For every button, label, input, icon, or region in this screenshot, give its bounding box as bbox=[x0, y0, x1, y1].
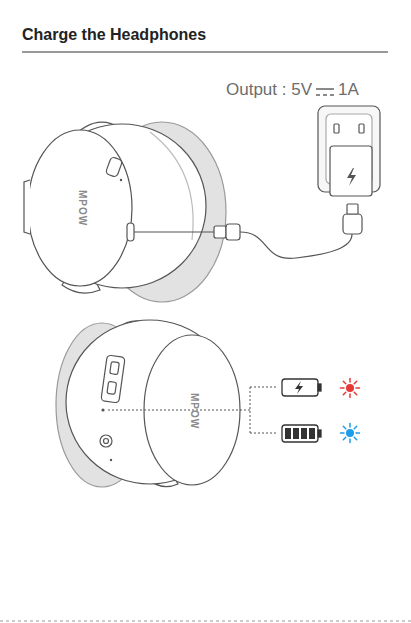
headphone-back-view-part bbox=[101, 408, 104, 411]
usb-cable-part bbox=[226, 224, 240, 240]
dc-symbol bbox=[316, 89, 334, 95]
red-led-icon-part bbox=[341, 387, 345, 389]
wall-adapter-part bbox=[347, 168, 356, 186]
headphone-side-view-part bbox=[28, 130, 132, 286]
battery-full-icon-part bbox=[301, 428, 307, 439]
headphone-back-view bbox=[56, 320, 240, 487]
wall-adapter-part bbox=[359, 124, 364, 133]
headphone-back-view-part bbox=[101, 355, 125, 403]
usb-cable-part bbox=[347, 204, 358, 214]
usb-cable-part bbox=[240, 232, 352, 258]
headphone-back-view-part bbox=[110, 459, 112, 461]
led-leader-lines bbox=[108, 387, 278, 433]
blue-led-icon-part bbox=[343, 437, 345, 439]
headphone-side-view-part bbox=[127, 223, 134, 241]
battery-full-icon bbox=[282, 425, 321, 442]
led-leader-lines-part bbox=[250, 387, 278, 388]
battery-full-icon-part bbox=[285, 428, 291, 439]
blue-led-icon-part bbox=[356, 432, 360, 434]
battery-charging-icon-part bbox=[295, 381, 303, 394]
red-led-icon-part bbox=[343, 381, 345, 383]
usb-cable bbox=[134, 204, 362, 258]
brand-logo: MPOW bbox=[77, 190, 88, 226]
wall-adapter-part bbox=[330, 146, 372, 196]
blue-led-icon-part bbox=[341, 432, 345, 434]
battery-full-icon-part bbox=[293, 428, 299, 439]
battery-full-icon-part bbox=[309, 428, 315, 439]
blue-led-icon-part bbox=[346, 429, 354, 437]
headphone-back-view-part bbox=[107, 381, 117, 394]
red-led-icon-part bbox=[349, 379, 351, 383]
output-spec: 1A bbox=[338, 80, 359, 100]
red-led-icon-part bbox=[354, 392, 356, 394]
battery-charging-icon bbox=[282, 379, 321, 396]
dc-symbol-part bbox=[316, 94, 320, 96]
headphone-side-view-part bbox=[150, 132, 193, 240]
output-spec: Output : 5V bbox=[226, 80, 312, 100]
wall-adapter bbox=[318, 106, 380, 196]
battery-full-icon-part bbox=[318, 430, 321, 437]
dc-symbol-part bbox=[316, 88, 334, 90]
title-rule bbox=[22, 51, 388, 52]
dc-symbol-part bbox=[323, 94, 327, 96]
blue-led-icon-part bbox=[354, 437, 356, 439]
headphone-back-view-part bbox=[104, 439, 109, 444]
blue-led-icon-part bbox=[354, 426, 356, 428]
blue-led-icon-part bbox=[349, 439, 351, 443]
usb-cable-part bbox=[343, 214, 362, 234]
brand-logo: MPOW bbox=[189, 393, 200, 429]
usb-cable-part bbox=[214, 226, 226, 238]
headphone-back-view-part bbox=[100, 435, 112, 447]
led-leader-lines-part bbox=[250, 433, 278, 434]
battery-charging-icon-part bbox=[318, 384, 321, 391]
blue-led-icon-part bbox=[343, 426, 345, 428]
dc-symbol-part bbox=[330, 94, 334, 96]
led-leader-lines-part bbox=[108, 410, 250, 411]
headphone-side-view bbox=[24, 122, 226, 302]
red-led-icon bbox=[341, 379, 360, 398]
red-led-icon-part bbox=[356, 387, 360, 389]
headphone-side-view-part bbox=[120, 179, 122, 181]
red-led-icon-part bbox=[343, 392, 345, 394]
red-led-icon-part bbox=[346, 384, 354, 392]
red-led-icon-part bbox=[354, 381, 356, 383]
headphone-side-view-part bbox=[24, 180, 30, 234]
wall-adapter-part bbox=[334, 124, 339, 133]
battery-full-icon-part bbox=[282, 425, 318, 442]
blue-led-icon bbox=[341, 424, 360, 443]
headphone-back-view-part bbox=[110, 362, 120, 375]
blue-led-icon-part bbox=[349, 424, 351, 428]
red-led-icon-part bbox=[349, 394, 351, 398]
led-leader-lines-part bbox=[250, 387, 251, 433]
page-title: Charge the Headphones bbox=[22, 26, 206, 44]
headphone-side-view-part bbox=[105, 156, 122, 177]
footer-dashes bbox=[0, 621, 411, 622]
battery-charging-icon-part bbox=[282, 379, 318, 396]
usb-cable-part bbox=[134, 231, 214, 232]
